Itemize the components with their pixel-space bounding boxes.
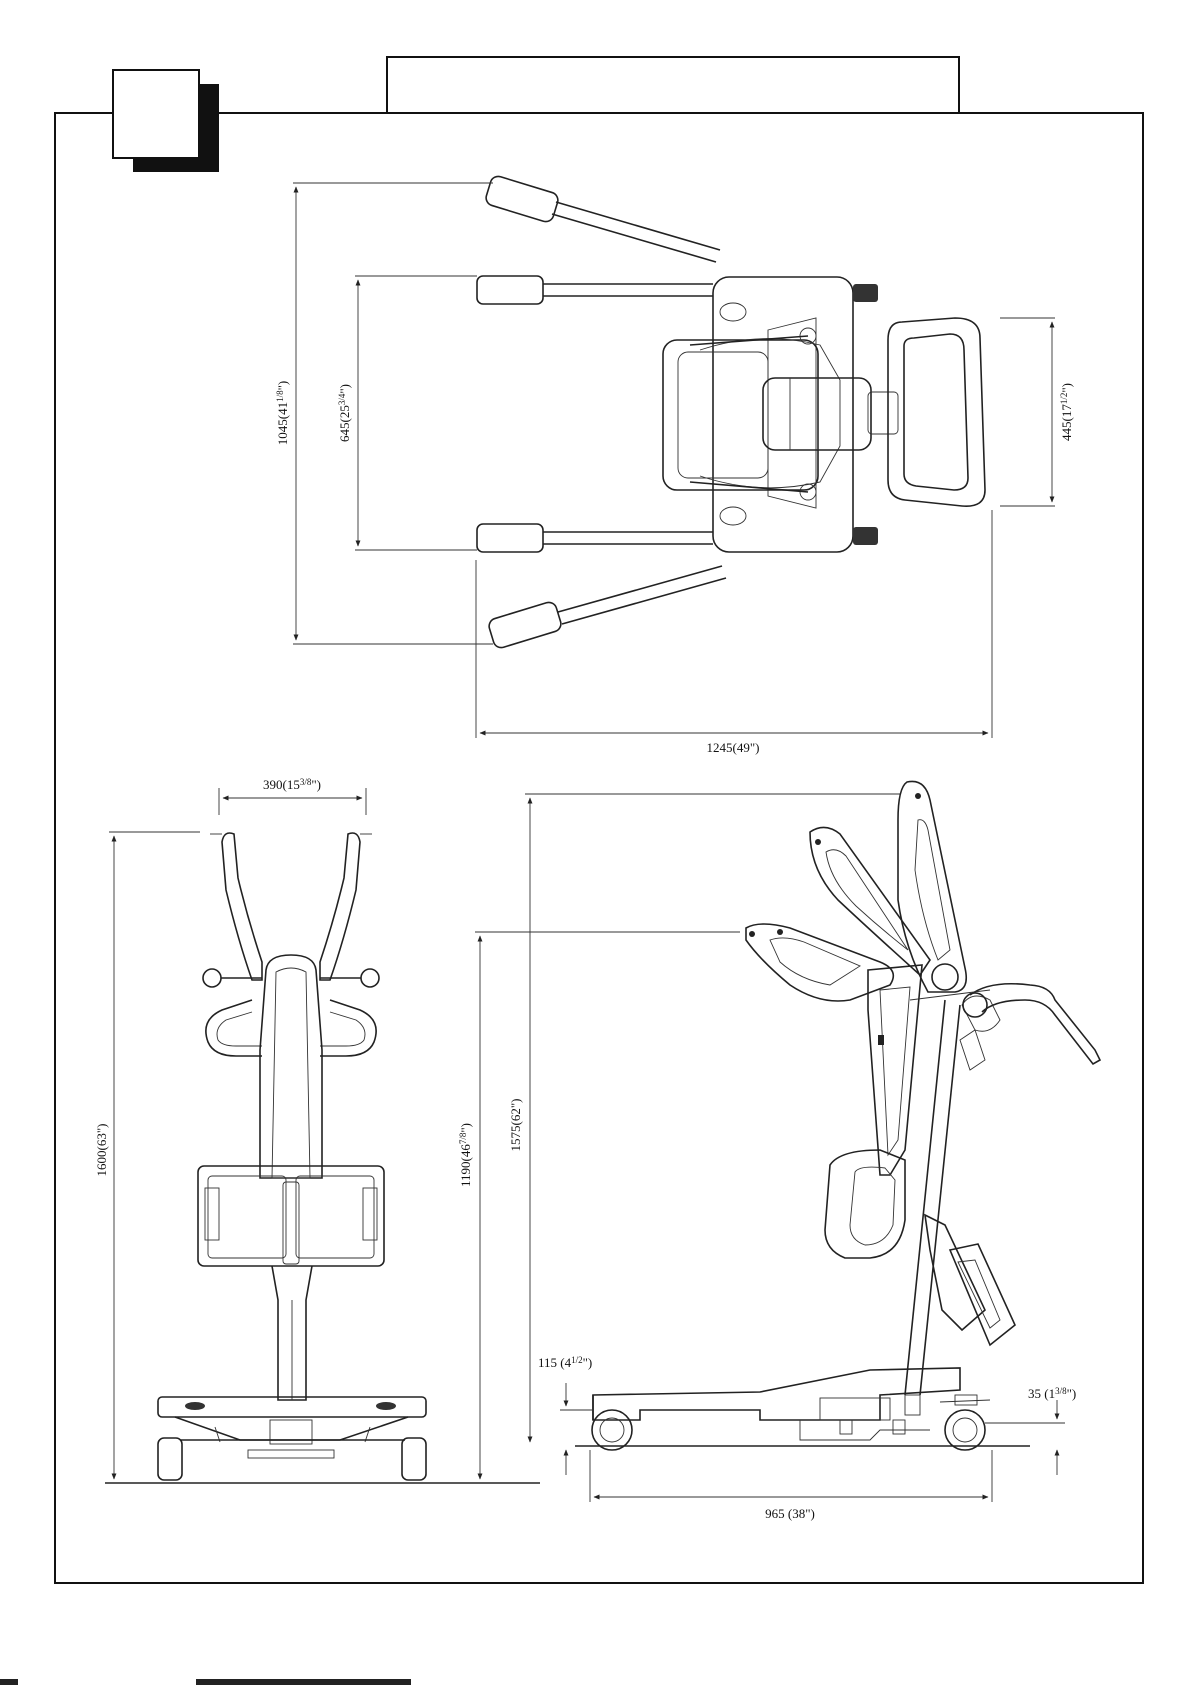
side-knee-height-label: 1190(467/8") [458,1123,473,1187]
top-view-legs [477,174,726,649]
top-view-dimensions [293,183,1055,738]
footer-marks [0,1679,411,1685]
front-view-dimension-labels: 390(153/8") 1600(63") [94,777,321,1176]
side-view [575,781,1100,1450]
top-overall-width-label: 1045(411/8") [275,381,290,446]
front-view [105,833,540,1483]
side-view-base [575,1368,1030,1450]
side-clearance-label: 35 (13/8") [1028,1386,1076,1401]
side-view-column [868,965,1000,1395]
side-view-handle [910,964,1100,1064]
top-view-chassis [663,277,898,552]
front-height-label: 1600(63") [94,1124,109,1177]
top-length-label: 1245(49") [707,740,760,755]
front-width-label: 390(153/8") [263,777,321,792]
front-view-dimensions [109,788,366,1479]
front-view-arms [203,833,379,1056]
side-view-dimension-labels: 1190(467/8") 1575(62") 115 (41/2") 35 (1… [458,1099,1076,1521]
side-length-label: 965 (38") [765,1506,815,1521]
top-view [477,174,985,649]
side-base-height-label: 115 (41/2") [538,1355,592,1370]
front-view-base [105,1397,540,1483]
top-inner-width-label: 645(253/4") [337,384,352,442]
front-view-column [198,955,384,1400]
top-view-handle [888,318,985,506]
section-tab [113,70,199,158]
header-tab-box [387,57,959,113]
side-view-knee-pads [746,781,966,1001]
top-handle-width-label: 445(171/2") [1059,383,1074,441]
side-max-height-label: 1575(62") [508,1099,523,1152]
top-view-dimension-labels: 1045(411/8") 645(253/4") 445(171/2") 124… [275,381,1074,755]
side-view-dimensions [475,794,1065,1502]
page-frame [55,57,1143,1583]
